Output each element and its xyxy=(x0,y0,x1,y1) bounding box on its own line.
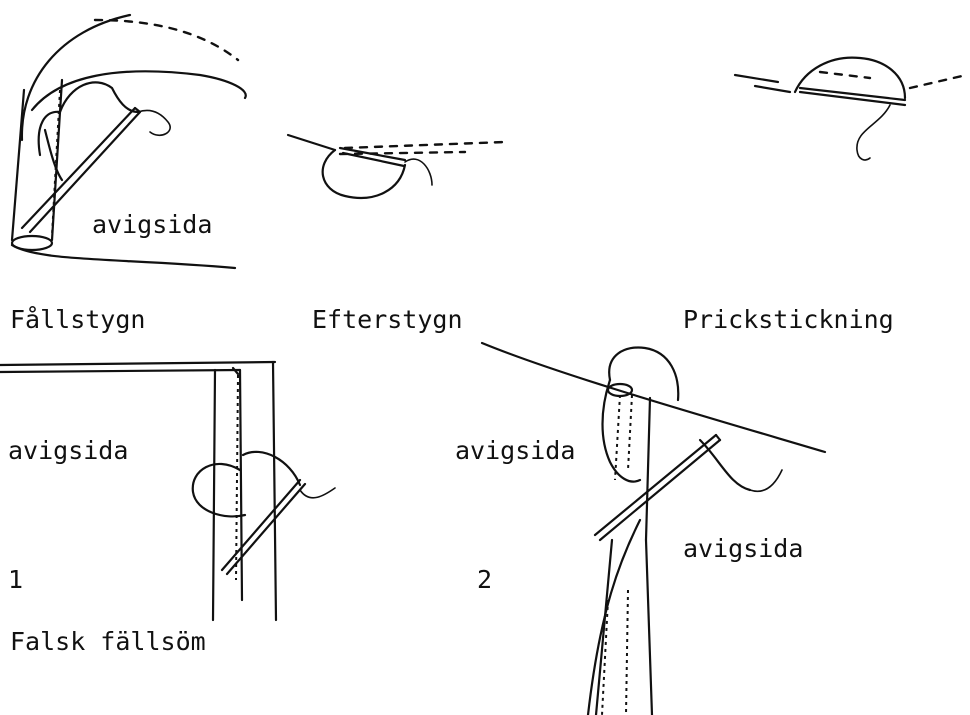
label-avigsida-left: avigsida xyxy=(8,438,128,463)
falsk-fallsom-2-illustration xyxy=(482,343,825,715)
caption-fallstygn: Fållstygn xyxy=(10,307,145,332)
label-avigsida-right: avigsida xyxy=(683,536,803,561)
label-avigsida-top: avigsida xyxy=(92,212,212,237)
caption-efterstygn: Efterstygn xyxy=(312,307,463,332)
step-number-2: 2 xyxy=(477,567,492,592)
step-number-1: 1 xyxy=(8,567,23,592)
caption-prickstickning: Prickstickning xyxy=(683,307,894,332)
caption-falsk-fallsom: Falsk fällsöm xyxy=(10,629,206,654)
label-avigsida-center: avigsida xyxy=(455,438,575,463)
falsk-fallsom-1-illustration xyxy=(0,362,335,620)
prickstickning-illustration xyxy=(735,58,962,160)
efterstygn-illustration xyxy=(288,135,505,198)
